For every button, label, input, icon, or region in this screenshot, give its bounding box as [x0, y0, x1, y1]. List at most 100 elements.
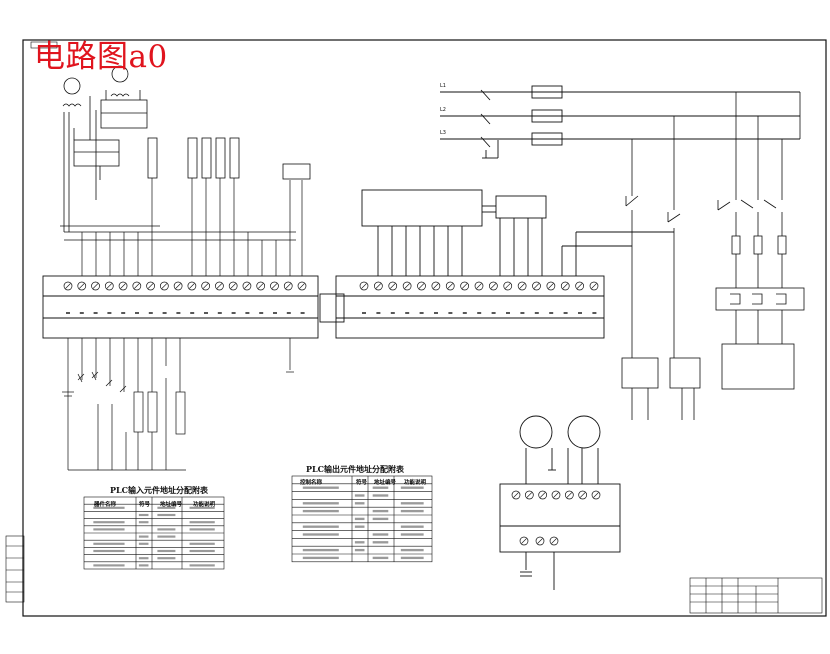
terminal-screw	[242, 281, 252, 291]
table-cell-text	[354, 494, 365, 497]
terminal-slot	[433, 283, 439, 289]
terminal-screw	[546, 281, 556, 291]
table-cell-text	[302, 486, 339, 489]
table-cell-text	[189, 542, 215, 545]
terminal-screw	[578, 490, 588, 500]
terminal-screw	[374, 281, 383, 291]
input-header-address: 地址编号	[160, 502, 183, 508]
input-switch-wiring	[62, 338, 294, 471]
table-cell-text	[138, 535, 149, 538]
table-cell-text	[93, 521, 125, 524]
table-cell-text	[372, 533, 389, 536]
terminal-screw	[215, 281, 224, 291]
terminal-screw	[402, 281, 412, 291]
table-cell-text	[400, 548, 424, 552]
terminal-slot	[92, 283, 99, 289]
terminal-screw	[538, 490, 548, 500]
terminal-screw	[146, 281, 155, 291]
table-cell-text	[354, 548, 365, 552]
terminal-screw	[564, 490, 574, 500]
input-address-table	[83, 496, 225, 570]
terminal-slot	[526, 492, 533, 498]
terminal-screw	[549, 536, 559, 546]
terminal-slot	[591, 283, 597, 289]
plc-expansion-terminals	[359, 281, 599, 314]
table-cell-text	[302, 533, 339, 536]
terminal-screw	[551, 490, 561, 500]
terminal-slot	[175, 283, 181, 289]
table-cell-text	[400, 556, 424, 560]
drawing-frame	[22, 39, 827, 617]
table-cell-text	[372, 541, 389, 544]
table-cell-text	[93, 528, 125, 531]
terminal-slot	[106, 283, 113, 289]
main-supply-fuses	[440, 85, 800, 159]
terminal-slot	[476, 283, 482, 289]
terminal-slot	[548, 283, 554, 289]
terminal-slot	[271, 283, 278, 289]
input-header-function: 功能说明	[193, 502, 216, 508]
terminal-screw	[91, 281, 100, 291]
terminal-slot	[79, 283, 85, 289]
terminal-slot	[134, 283, 140, 289]
terminal-screw	[297, 281, 307, 291]
terminal-slot	[230, 283, 236, 289]
terminal-screw	[417, 281, 426, 291]
terminal-screw	[517, 281, 527, 291]
terminal-screw	[575, 281, 584, 291]
table-cell-text	[138, 564, 149, 567]
table-cell-text	[354, 517, 365, 521]
output-header-symbol: 符号	[356, 480, 368, 486]
terminal-slot	[539, 492, 546, 498]
revision-strip	[5, 535, 25, 603]
right-power-drops	[621, 92, 805, 420]
input-table-title: PLC输入元件地址分配附表	[110, 485, 209, 495]
table-cell-text	[93, 564, 125, 567]
table-cell-text	[302, 525, 339, 528]
output-table-title: PLC输出元件地址分配附表	[306, 464, 405, 474]
terminal-slot	[65, 283, 71, 289]
terminal-slot	[361, 283, 367, 289]
terminal-screw	[63, 281, 73, 291]
terminal-screw	[511, 490, 521, 500]
table-cell-text	[372, 517, 389, 521]
terminal-slot	[257, 283, 264, 289]
terminal-slot	[579, 492, 586, 498]
terminal-slot	[147, 283, 154, 289]
terminal-screw	[431, 281, 441, 291]
table-cell-text	[302, 556, 339, 560]
terminal-slot	[216, 283, 223, 289]
terminal-screw	[489, 281, 498, 291]
red-title-overlay: 电路图a0	[34, 39, 168, 75]
power-supply-group	[60, 65, 296, 241]
terminal-slot	[447, 283, 453, 289]
terminal-slot	[513, 492, 519, 498]
output-header-name: 控制名称	[300, 480, 323, 486]
terminal-screw	[77, 281, 87, 291]
terminal-slot	[120, 283, 126, 289]
table-cell-text	[372, 494, 389, 497]
terminal-slot	[576, 283, 583, 289]
terminal-screw	[359, 281, 369, 291]
terminal-screw	[173, 281, 183, 291]
terminal-slot	[418, 283, 425, 289]
table-cell-text	[302, 548, 339, 552]
terminal-screw	[535, 536, 545, 546]
table-cell-text	[157, 506, 176, 509]
supply-label-l3: L3	[440, 130, 446, 136]
terminal-slot	[404, 283, 410, 289]
table-cell-text	[302, 502, 339, 505]
table-cell-text	[400, 502, 424, 505]
terminal-slot	[566, 492, 573, 498]
terminal-screw	[524, 490, 534, 500]
terminal-slot	[521, 538, 527, 544]
terminal-screw	[589, 281, 599, 291]
terminal-screw	[460, 281, 469, 291]
table-cell-text	[189, 564, 215, 567]
table-cell-text	[189, 521, 215, 524]
output-address-table	[291, 475, 433, 563]
terminal-screw	[283, 281, 293, 291]
terminal-screw	[445, 281, 455, 291]
frame-tag-box	[30, 41, 58, 49]
